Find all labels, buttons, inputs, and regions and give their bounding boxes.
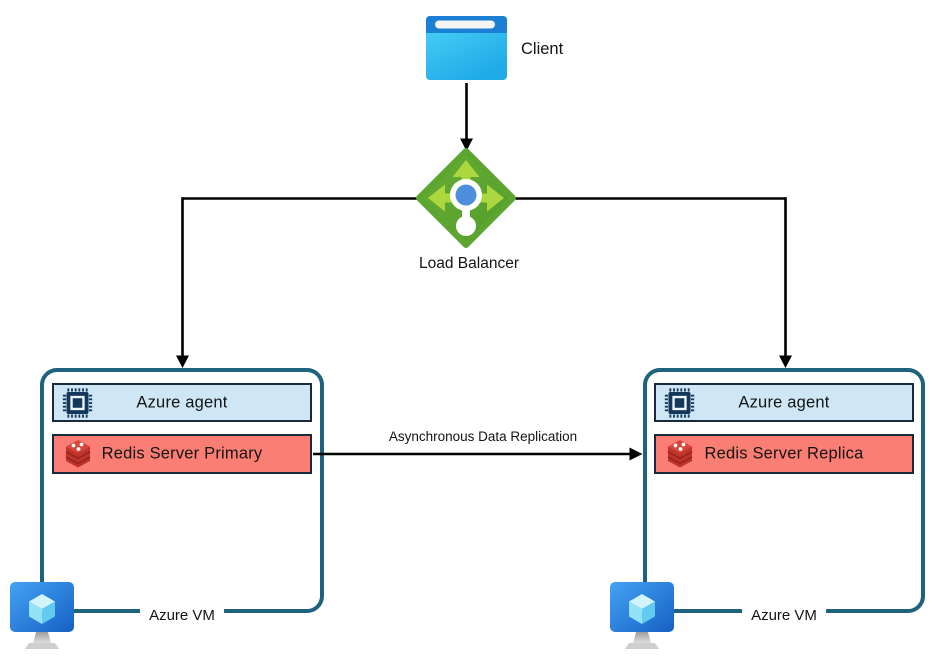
redis-replica-bar: Redis Server Replica	[654, 434, 914, 474]
redis-primary-bar: Redis Server Primary	[52, 434, 312, 474]
client-label: Client	[521, 40, 564, 58]
load-balancer-icon	[416, 148, 516, 248]
replication-label: Asynchronous Data Replication	[388, 429, 578, 444]
azure-agent-label: Azure agent	[136, 393, 228, 411]
load-balancer-node-dot	[455, 184, 477, 206]
load-balancer-label: Load Balancer	[419, 255, 519, 272]
client-to-loadbalancer-arrow	[460, 83, 473, 151]
cpu-chip-icon	[663, 386, 696, 419]
replication-arrow	[313, 447, 643, 461]
azure-vm-monitor-icon	[6, 578, 78, 652]
browser-window-icon	[426, 16, 507, 80]
azure-agent-label: Azure agent	[738, 393, 830, 411]
azure-vm-label-primary: Azure VM	[140, 605, 224, 626]
azure-agent-bar-primary: Azure agent	[52, 383, 312, 422]
azure-agent-bar-replica: Azure agent	[654, 383, 914, 422]
azure-vm-monitor-icon	[606, 578, 678, 652]
cpu-chip-icon	[61, 386, 94, 419]
redis-primary-label: Redis Server Primary	[101, 444, 263, 463]
redis-icon	[61, 437, 95, 471]
azure-vm-label-replica: Azure VM	[742, 605, 826, 626]
redis-replica-label: Redis Server Replica	[704, 444, 864, 463]
redis-icon	[663, 437, 697, 471]
address-bar	[435, 20, 495, 29]
